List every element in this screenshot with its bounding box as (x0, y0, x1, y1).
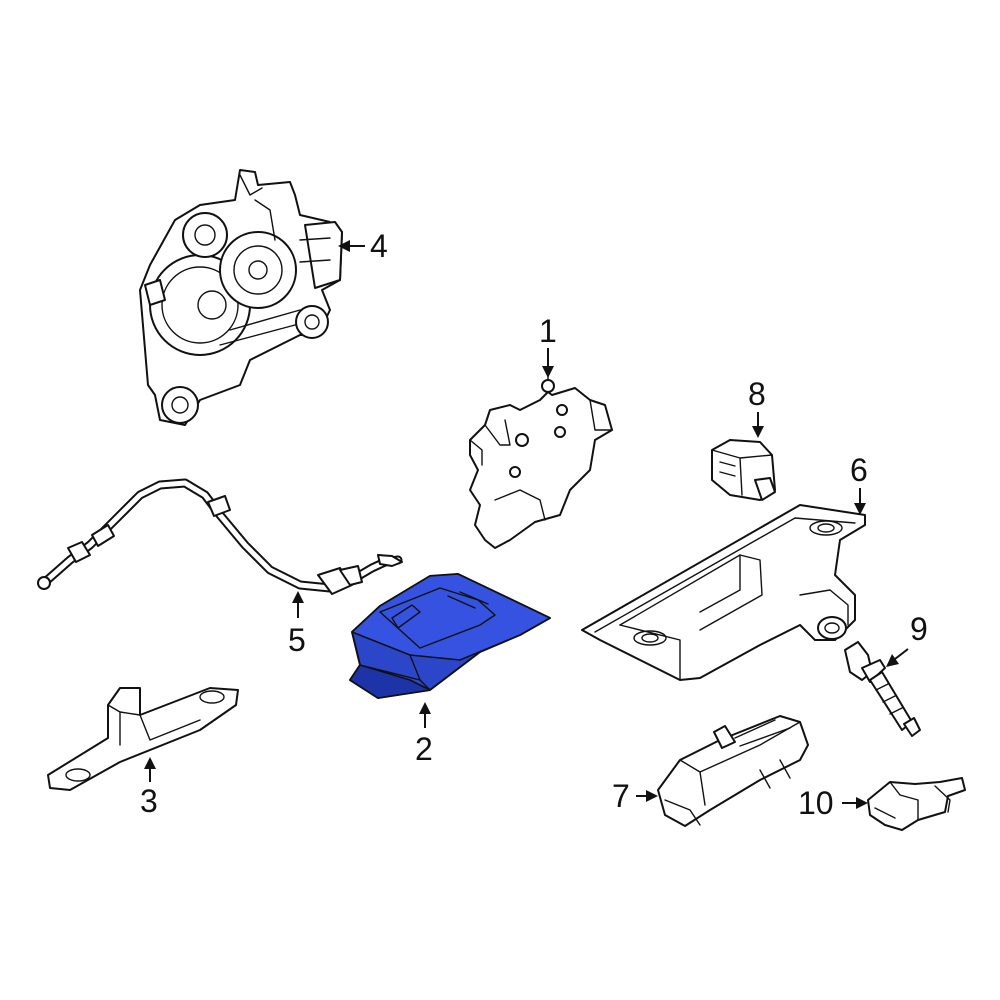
callout-3: 3 (140, 757, 158, 819)
callout-5: 5 (288, 591, 306, 658)
callout-label-9: 9 (910, 611, 928, 647)
callout-label-8: 8 (748, 376, 766, 412)
callout-label-3: 3 (140, 783, 158, 819)
part-5-release-cable (37, 478, 403, 595)
callout-6: 6 (850, 452, 868, 515)
part-3-mounting-bracket (47, 687, 239, 791)
callout-label-2: 2 (415, 731, 433, 767)
callout-9: 9 (886, 611, 928, 667)
part-4-lock-actuator (139, 169, 343, 426)
part-8-connector (711, 439, 776, 501)
part-10-clip (867, 777, 966, 831)
callout-label-7: 7 (612, 778, 630, 814)
part-2-handle-switch (349, 573, 551, 699)
callout-7: 7 (612, 778, 658, 814)
callout-label-10: 10 (798, 785, 834, 821)
callout-label-4: 4 (370, 228, 388, 264)
part-9-bolt (844, 641, 921, 737)
callout-8: 8 (748, 376, 766, 438)
callout-1: 1 (539, 313, 557, 378)
part-1-latch-bracket (469, 371, 613, 549)
callout-4: 4 (338, 228, 388, 264)
callout-label-6: 6 (850, 452, 868, 488)
callout-label-5: 5 (288, 622, 306, 658)
part-7-license-lamp (657, 715, 809, 827)
callout-2: 2 (415, 702, 433, 767)
part-6-handle-housing (581, 504, 866, 681)
callout-10: 10 (798, 785, 868, 821)
callout-label-1: 1 (539, 313, 557, 349)
